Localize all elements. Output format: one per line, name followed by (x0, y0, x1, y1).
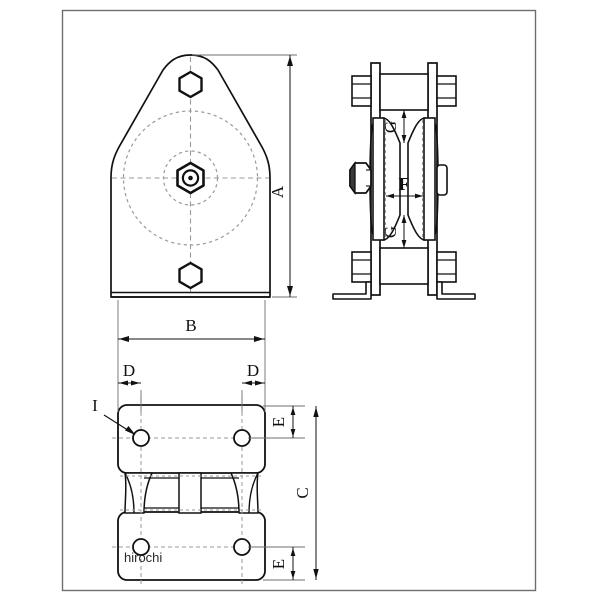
bolt-head-top-right (436, 75, 457, 107)
callout-I: I (92, 396, 136, 435)
dimension-D-right: D (241, 361, 265, 412)
callout-I-label: I (92, 396, 98, 415)
dimension-D-left: D (118, 361, 142, 412)
axle-hex-nut-center (176, 161, 205, 195)
dimension-D-left-label: D (123, 361, 135, 380)
side-view (332, 62, 476, 300)
sheave-body (382, 117, 401, 241)
dimension-C-arrow-top (313, 407, 319, 417)
dimension-E-bottom: E (248, 546, 305, 581)
dimension-A-arrow-bottom (287, 286, 293, 296)
dimension-C-arrow-bottom (313, 569, 319, 579)
side-view-baseplate-left-wing (332, 281, 372, 300)
bottom-view-left-cheek (124, 472, 153, 514)
side-view-axle-end (436, 164, 448, 196)
bolt-head-bottom-right (436, 251, 457, 283)
dimension-D-right-label: D (247, 361, 259, 380)
sheave-rim-right (423, 117, 436, 241)
bolt-head-top-left (351, 75, 372, 107)
dimension-A-label: A (268, 185, 287, 198)
hex-fastener-top (178, 70, 203, 99)
dimension-G-top-label: G (381, 121, 400, 133)
mounting-hole-top-right (233, 429, 251, 447)
mounting-hole-bottom-right (233, 538, 251, 556)
dimension-B: B (117, 300, 266, 412)
dimension-E-top: E (248, 405, 305, 439)
dimension-F-arrow-right (415, 193, 423, 199)
side-view-baseplate-right-wing (436, 281, 476, 300)
mounting-hole-bottom-left (132, 538, 150, 556)
dimension-F: F (386, 174, 423, 199)
sheave-rim-left (372, 117, 385, 241)
dimension-B-arrow-right (254, 336, 264, 342)
dimension-E-bottom-arrow-1 (290, 548, 296, 556)
dimension-A: A (192, 54, 297, 298)
dimension-G-top-arrow-1 (401, 110, 407, 118)
dimension-A-arrow-top (287, 56, 293, 66)
bottom-view-center-web (178, 472, 202, 514)
dimension-G-bottom: G (381, 215, 407, 248)
dimension-F-arrow-left (386, 193, 394, 199)
dimension-G-top: G (381, 110, 407, 143)
dimension-E-bottom-label: E (269, 559, 288, 569)
hex-fastener-bottom (178, 261, 203, 290)
watermark-text: hirochi (124, 550, 162, 565)
dimension-B-label: B (185, 316, 196, 335)
dimension-C: C (293, 406, 319, 580)
dimension-D-left-arrow-1 (119, 380, 128, 386)
side-view-top-spacer (379, 73, 429, 111)
dimension-G-top-arrow-2 (401, 135, 407, 143)
dimension-E-top-label: E (269, 417, 288, 427)
dimension-F-label: F (399, 174, 410, 194)
dimension-C-label: C (293, 487, 312, 498)
bolt-head-bottom-left (351, 251, 372, 283)
bottom-view-right-cheek (230, 472, 259, 514)
front-view (110, 54, 271, 298)
side-view-bottom-spacer (379, 247, 429, 285)
callout-I-arrowhead (125, 426, 136, 435)
sheave-body-mirror (407, 117, 426, 241)
dimension-G-bottom-arrow-1 (401, 215, 407, 223)
dimension-G-bottom-label: G (381, 226, 400, 238)
dimension-B-arrow-left (119, 336, 129, 342)
dimension-G-bottom-arrow-2 (401, 240, 407, 248)
mounting-hole-top-left (132, 429, 150, 447)
dimension-E-top-arrow-2 (290, 429, 296, 437)
dimension-E-bottom-arrow-2 (290, 571, 296, 579)
bottom-view (112, 398, 272, 586)
dimension-D-right-arrow-2 (255, 380, 264, 386)
dimension-D-right-arrow-1 (243, 380, 252, 386)
bottom-view-right-cheek-inner (248, 472, 259, 514)
side-view-axle-nut (349, 160, 372, 196)
dimension-E-top-arrow-1 (290, 407, 296, 415)
dimension-D-left-arrow-2 (131, 380, 140, 386)
